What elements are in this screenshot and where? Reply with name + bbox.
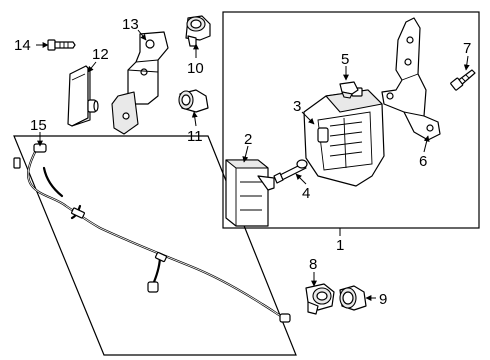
bracket-6 (381, 17, 441, 141)
callout-1: 1 (336, 237, 344, 254)
callout-6: 6 (419, 153, 427, 170)
clip-5 (339, 81, 359, 99)
callout-15: 15 (30, 117, 47, 134)
leader-2 (242, 145, 249, 163)
wiring-harness-15 (13, 143, 291, 323)
grommet-11 (178, 89, 209, 113)
callout-12: 12 (92, 46, 109, 63)
pin-4 (273, 159, 308, 184)
leader-6 (423, 135, 430, 153)
callout-14: 14 (14, 37, 31, 54)
callout-8: 8 (309, 256, 317, 273)
sensor-module-12 (67, 65, 99, 127)
callout-7: 7 (463, 40, 471, 57)
leader-13 (137, 29, 147, 41)
sensor-8 (305, 283, 335, 315)
callout-5: 5 (341, 51, 349, 68)
harness-panel (13, 135, 297, 356)
bracket-13 (111, 31, 169, 135)
leader-11 (191, 111, 198, 127)
bolt-7 (450, 69, 476, 91)
leader-12 (87, 61, 97, 73)
callout-13: 13 (122, 16, 139, 33)
callout-10: 10 (187, 60, 204, 77)
callout-4: 4 (302, 185, 310, 202)
callout-9: 9 (379, 291, 387, 308)
leader-3 (301, 111, 315, 125)
bolt-14 (47, 39, 76, 51)
control-module-2 (225, 159, 275, 227)
assembly-box (222, 11, 480, 229)
callout-11: 11 (187, 128, 203, 145)
bezel-9 (339, 285, 367, 311)
leader-7 (463, 55, 470, 71)
callout-3: 3 (293, 98, 301, 115)
module-housing-3 (303, 87, 385, 187)
sensor-10 (185, 15, 211, 47)
callout-2: 2 (244, 131, 252, 148)
leader-4 (295, 173, 307, 185)
